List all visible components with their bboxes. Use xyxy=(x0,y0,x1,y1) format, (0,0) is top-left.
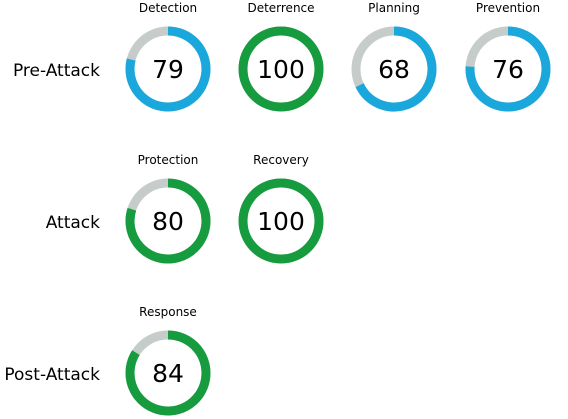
gauge-arc-detection xyxy=(125,26,211,112)
gauge-title-response: Response xyxy=(139,305,197,319)
gauge-value-deterrence: 100 xyxy=(257,55,305,84)
gauge-title-recovery: Recovery xyxy=(253,153,309,167)
row-label-attack: Attack xyxy=(46,213,100,233)
gauge-title-deterrence: Deterrence xyxy=(247,1,314,15)
gauge-value-recovery: 100 xyxy=(257,207,305,236)
gauge-title-detection: Detection xyxy=(139,1,197,15)
gauge-value-protection: 80 xyxy=(152,207,184,236)
row-label-pre-attack: Pre-Attack xyxy=(13,61,100,81)
gauge-value-response: 84 xyxy=(152,359,184,388)
gauge-arc-recovery xyxy=(238,178,324,264)
gauge-title-planning: Planning xyxy=(368,1,420,15)
gauge-value-prevention: 76 xyxy=(492,55,524,84)
gauge-arc-planning xyxy=(355,26,437,112)
gauge-arc-response xyxy=(125,330,211,416)
row-label-post-attack: Post-Attack xyxy=(4,365,100,385)
gauge-arc-prevention xyxy=(465,26,551,112)
gauge-value-planning: 68 xyxy=(378,55,410,84)
gauge-arc-protection xyxy=(125,178,211,264)
gauge-value-detection: 79 xyxy=(152,55,184,84)
gauge-title-protection: Protection xyxy=(138,153,199,167)
gauge-arc-deterrence xyxy=(238,26,324,112)
gauge-title-prevention: Prevention xyxy=(476,1,540,15)
